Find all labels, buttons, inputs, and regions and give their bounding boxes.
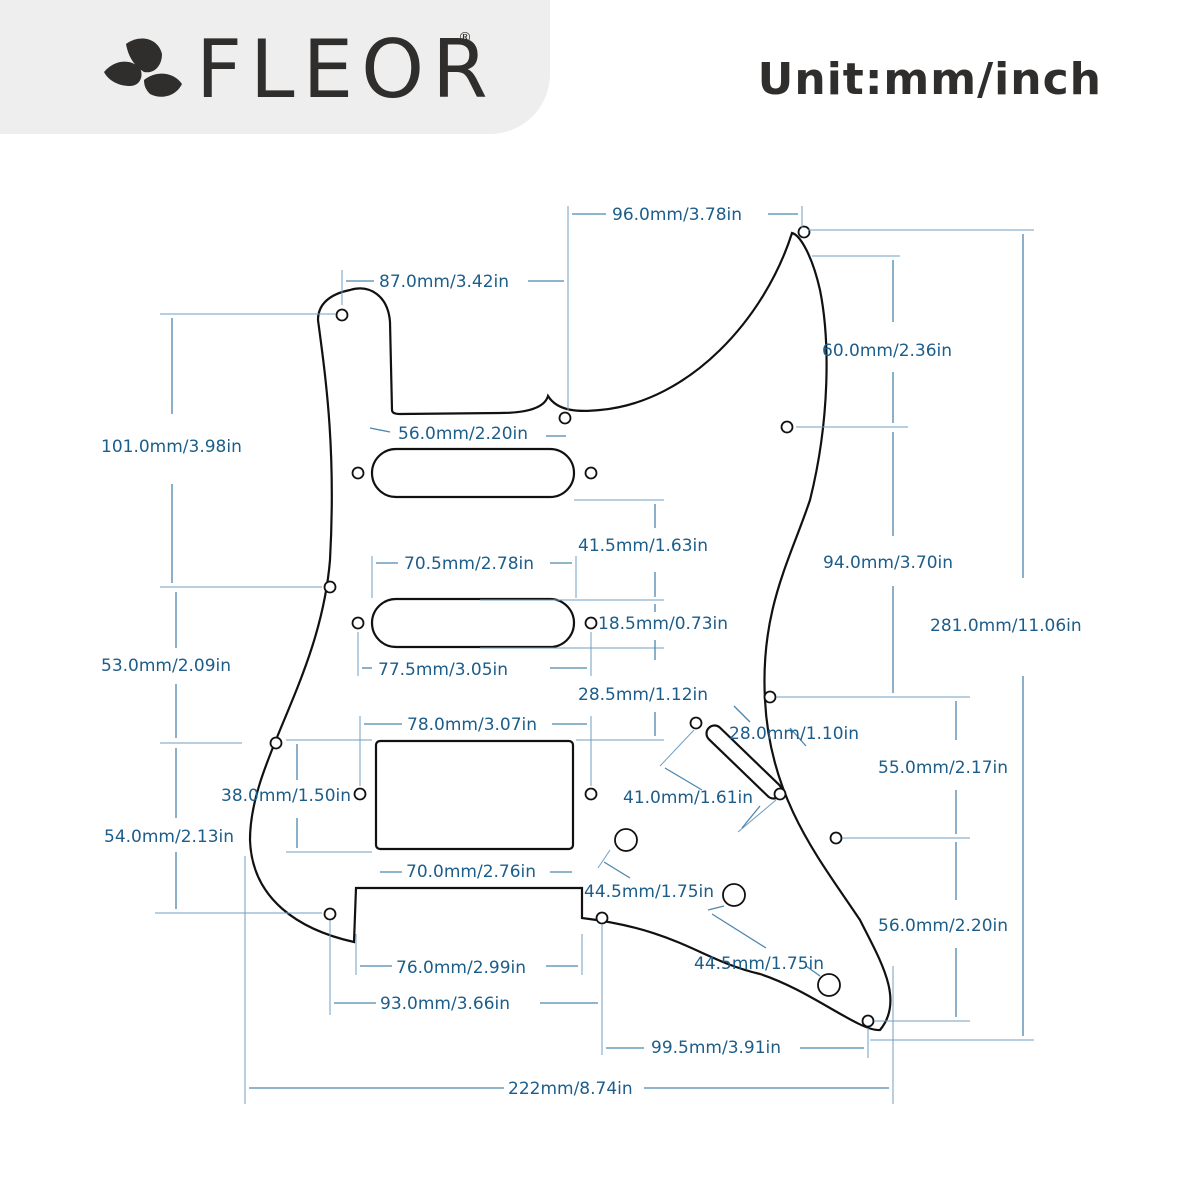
dimension-lines — [155, 206, 1034, 1104]
unit-label: Unit:mm/inch — [757, 54, 1102, 105]
dimension-label: 99.5mm/3.91in — [651, 1038, 781, 1058]
dimension-label: 54.0mm/2.13in — [104, 827, 234, 847]
screw-hole — [797, 225, 811, 239]
potentiometer-hole — [614, 828, 638, 852]
screw-hole — [353, 787, 367, 801]
screw-hole — [558, 411, 572, 425]
screw-hole — [351, 466, 365, 480]
leaf-icon — [104, 38, 182, 97]
dimension-label: 18.5mm/0.73in — [598, 614, 728, 634]
screw-hole — [829, 831, 843, 845]
screw-hole — [335, 308, 349, 322]
dimension-label: 70.0mm/2.76in — [406, 862, 536, 882]
dimension-label: 38.0mm/1.50in — [221, 786, 351, 806]
dimension-label: 55.0mm/2.17in — [878, 758, 1008, 778]
screw-hole — [689, 716, 703, 730]
screw-hole — [763, 690, 777, 704]
dimension-label: 222mm/8.74in — [508, 1079, 633, 1099]
pickguard-outline — [248, 231, 892, 1032]
screw-hole — [595, 911, 609, 925]
dimension-label: 77.5mm/3.05in — [378, 660, 508, 680]
screw-hole — [584, 616, 598, 630]
middle-pickup-cavity — [370, 597, 576, 649]
dimension-label: 53.0mm/2.09in — [101, 656, 231, 676]
screw-hole — [323, 580, 337, 594]
dimension-label: 76.0mm/2.99in — [396, 958, 526, 978]
dimension-label: 28.0mm/1.10in — [729, 724, 859, 744]
dimension-label: 87.0mm/3.42in — [379, 272, 509, 292]
humbucker-cavity — [374, 739, 575, 851]
screw-hole — [323, 907, 337, 921]
potentiometer-hole — [817, 973, 841, 997]
dimension-label: 44.5mm/1.75in — [694, 954, 824, 974]
registered-mark: ® — [458, 30, 472, 46]
dimension-label: 56.0mm/2.20in — [878, 916, 1008, 936]
dimension-label: 44.5mm/1.75in — [584, 882, 714, 902]
dimension-label: 93.0mm/3.66in — [380, 994, 510, 1014]
neck-pickup-cavity — [370, 447, 576, 499]
screw-hole — [584, 787, 598, 801]
brand-name: FLEOR — [196, 23, 496, 116]
dimension-label: 281.0mm/11.06in — [930, 616, 1082, 636]
dimension-label: 28.5mm/1.12in — [578, 685, 708, 705]
dimension-label: 60.0mm/2.36in — [822, 341, 952, 361]
screw-hole — [269, 736, 283, 750]
screw-hole — [773, 787, 787, 801]
dimension-label: 56.0mm/2.20in — [398, 424, 528, 444]
screw-hole — [861, 1014, 875, 1028]
brand-header-panel: FLEOR ® — [0, 0, 550, 134]
dimension-label: 94.0mm/3.70in — [823, 553, 953, 573]
screw-hole — [780, 420, 794, 434]
potentiometer-hole — [722, 883, 746, 907]
dimension-label: 78.0mm/3.07in — [407, 715, 537, 735]
dimension-label: 96.0mm/3.78in — [612, 205, 742, 225]
dimension-label: 101.0mm/3.98in — [101, 437, 242, 457]
dimension-label: 41.5mm/1.63in — [578, 536, 708, 556]
dimension-label: 70.5mm/2.78in — [404, 554, 534, 574]
screw-hole — [584, 466, 598, 480]
dimension-label: 41.0mm/1.61in — [623, 788, 753, 808]
screw-hole — [351, 616, 365, 630]
